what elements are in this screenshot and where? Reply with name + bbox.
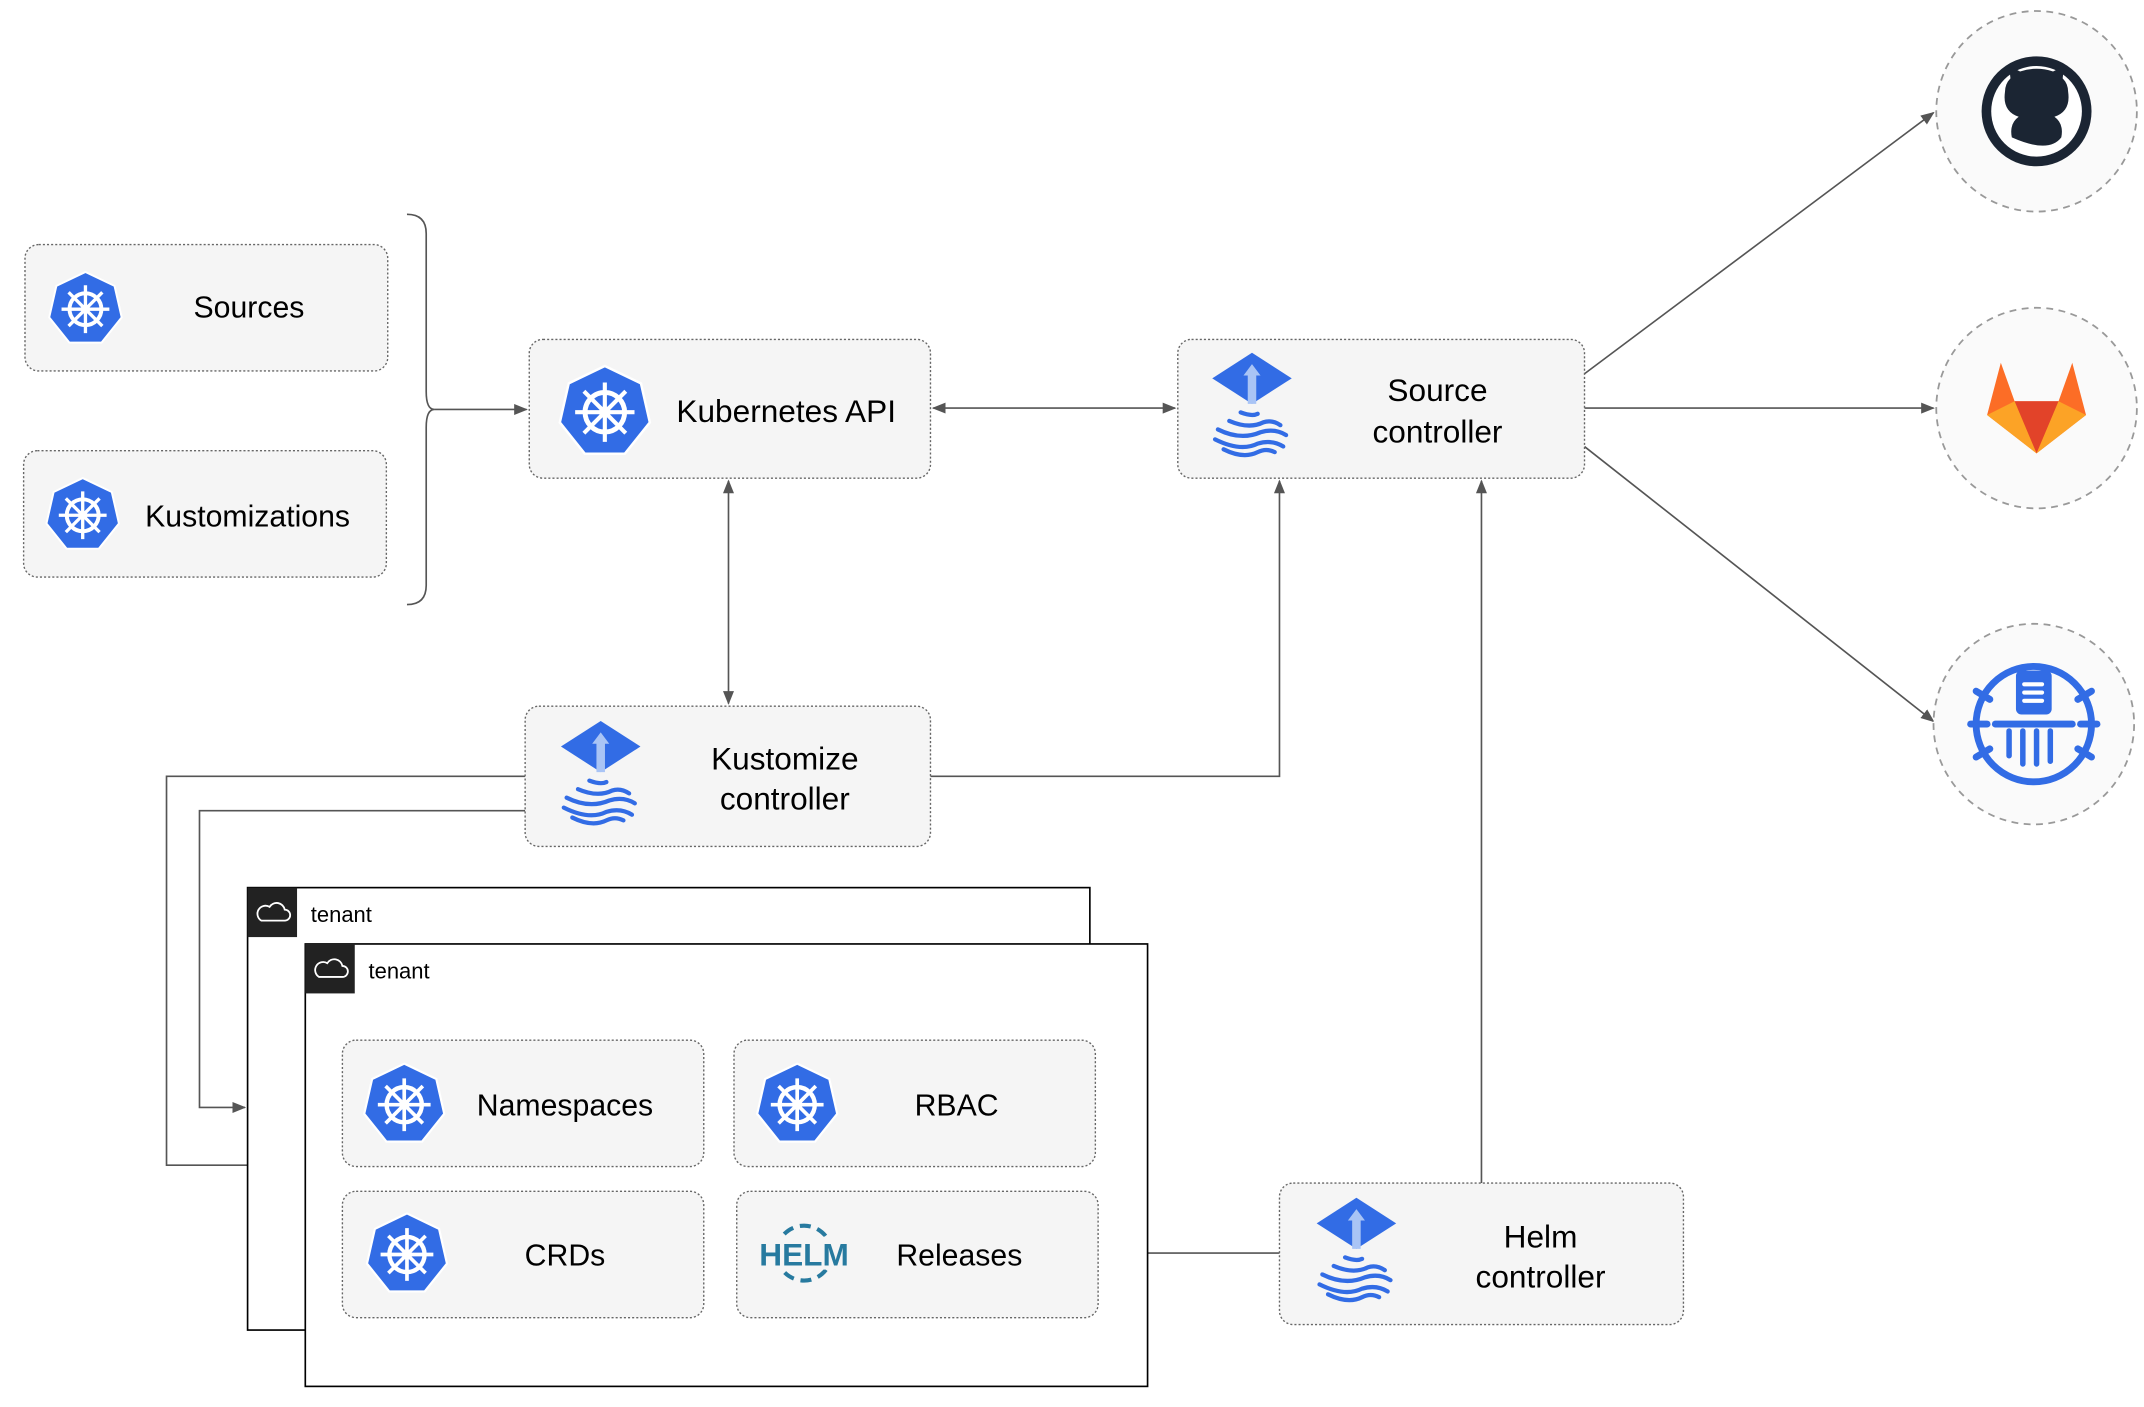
- node-namespaces[interactable]: Namespaces: [341, 1039, 705, 1168]
- edge-kustomize-to-tenant-back: [198, 809, 526, 1113]
- svg-text:controller: controller: [720, 780, 850, 816]
- edge-kustomize-to-tenant-front: [165, 775, 526, 1171]
- svg-text:Sources: Sources: [194, 291, 305, 324]
- node-crds[interactable]: CRDs: [341, 1190, 705, 1319]
- edges: [165, 111, 1935, 1259]
- grouping-brace: [406, 213, 435, 606]
- svg-text:Kustomizations: Kustomizations: [145, 500, 350, 533]
- node-kubernetes-api[interactable]: Kubernetes API: [528, 338, 932, 479]
- svg-text:Kustomize: Kustomize: [711, 740, 858, 776]
- svg-text:HELM: HELM: [759, 1236, 849, 1272]
- svg-text:Source: Source: [1387, 372, 1487, 408]
- cloud-icon: [314, 958, 349, 978]
- github-node[interactable]: [1935, 10, 2138, 213]
- svg-text:RBAC: RBAC: [915, 1090, 999, 1123]
- cloud-icon: [256, 902, 291, 922]
- edge-source-to-bucket: [1584, 445, 1935, 723]
- edge-kustomize-to-source: [930, 479, 1285, 778]
- gitlab-node[interactable]: [1935, 306, 2138, 510]
- bucket-node[interactable]: [1932, 622, 2136, 826]
- svg-text:Namespaces: Namespaces: [477, 1090, 653, 1123]
- node-rbac[interactable]: RBAC: [733, 1039, 1097, 1168]
- node-releases[interactable]: HELM Releases: [736, 1190, 1099, 1319]
- gitlab-icon: [1987, 362, 2087, 454]
- node-helm-controller[interactable]: Helm controller: [1278, 1182, 1685, 1326]
- svg-text:Helm: Helm: [1504, 1219, 1578, 1255]
- node-source-controller[interactable]: Source controller: [1177, 338, 1586, 479]
- svg-text:Kubernetes API: Kubernetes API: [676, 393, 896, 429]
- github-icon: [1981, 56, 2092, 167]
- svg-text:controller: controller: [1476, 1258, 1606, 1294]
- svg-text:Releases: Releases: [896, 1239, 1022, 1272]
- node-kustomize-controller[interactable]: Kustomize controller: [524, 705, 932, 848]
- svg-text:tenant: tenant: [311, 902, 372, 927]
- svg-text:CRDs: CRDs: [525, 1239, 606, 1272]
- svg-text:tenant: tenant: [369, 958, 430, 983]
- edge-source-to-github: [1584, 111, 1935, 375]
- svg-text:controller: controller: [1373, 413, 1503, 449]
- bucket-icon: [1967, 662, 2101, 786]
- node-sources[interactable]: Sources: [24, 243, 389, 372]
- node-kustomizations[interactable]: Kustomizations: [22, 449, 388, 578]
- helm-icon: HELM: [759, 1223, 851, 1283]
